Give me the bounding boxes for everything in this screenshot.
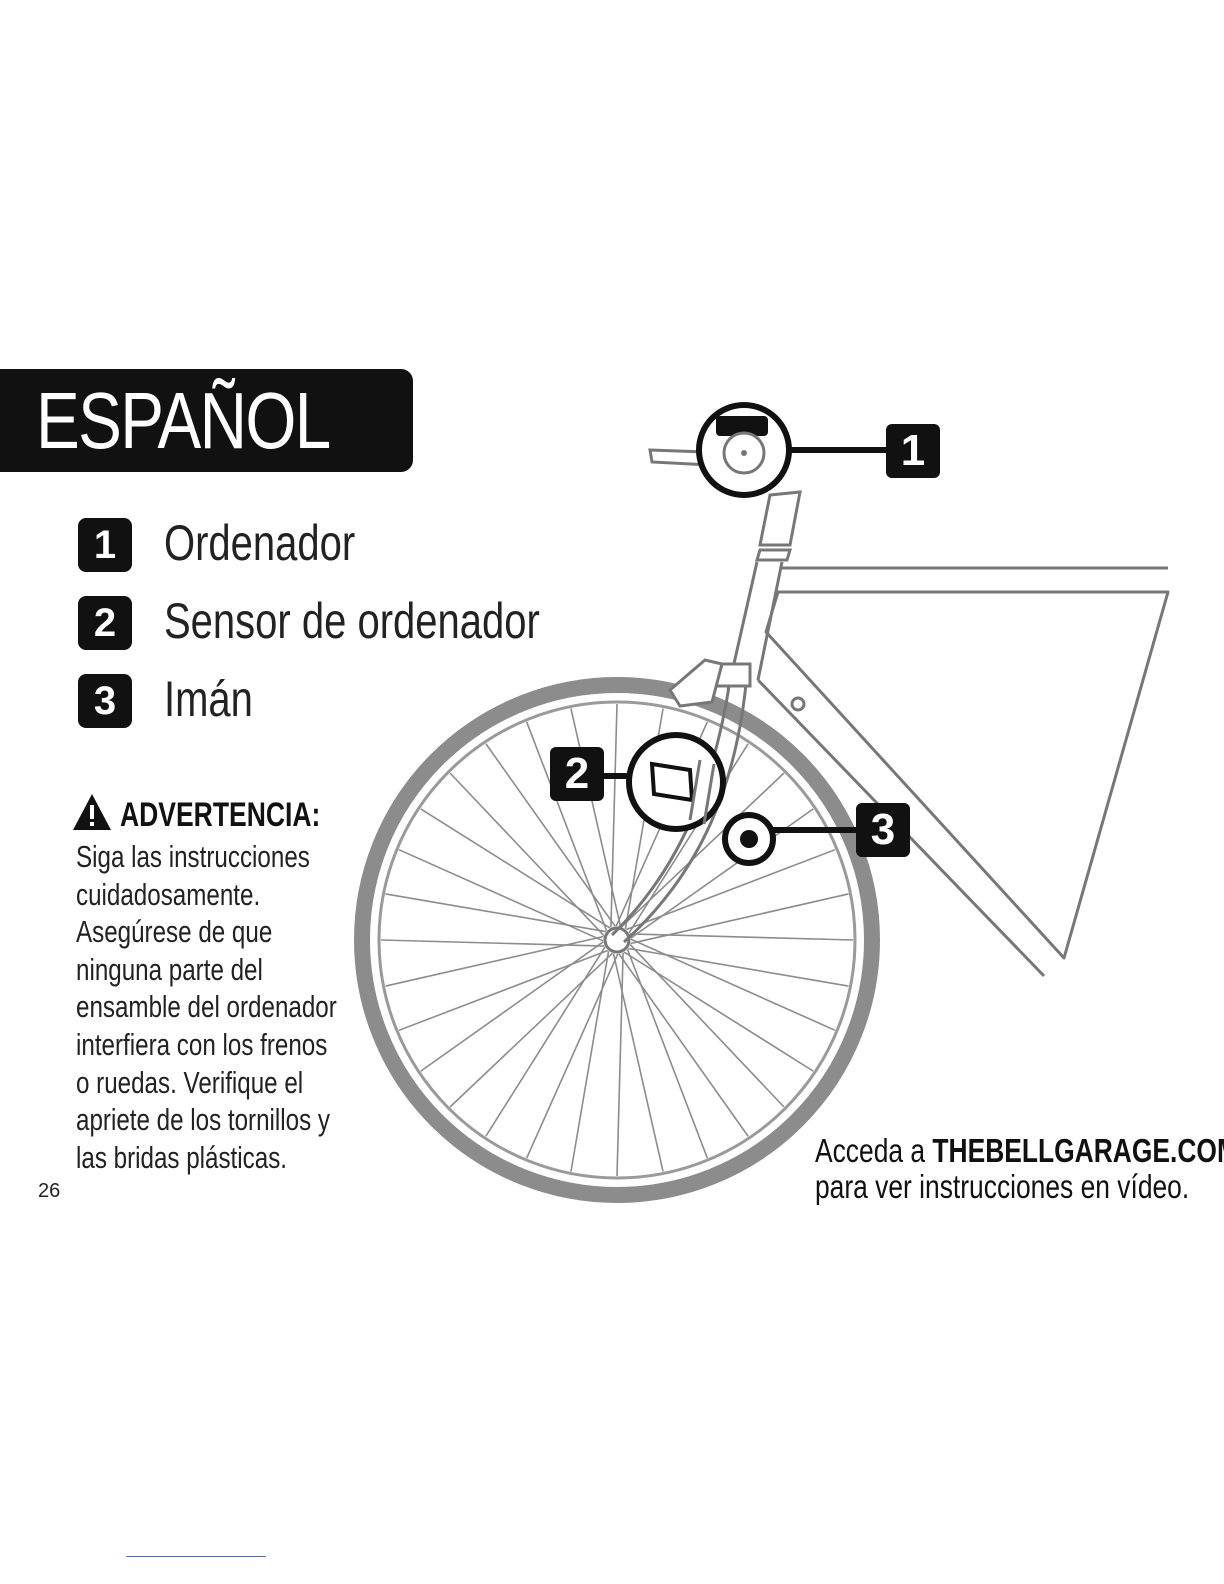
wheel-spoke — [629, 944, 785, 1108]
wheel-spoke — [420, 808, 611, 929]
wheel-spoke — [630, 938, 836, 1032]
wheel-spoke — [626, 848, 836, 931]
sensor-callout — [600, 732, 726, 832]
wheel-spoke — [618, 953, 749, 1137]
warning-line: o ruedas. Verifique el — [76, 1064, 304, 1100]
warning-line: apriete de los tornillos y — [76, 1102, 331, 1138]
legend-number: 1 — [78, 518, 132, 572]
wheel-spoke — [616, 952, 624, 1177]
callout-badge-2: 2 — [550, 747, 604, 801]
wheel-spoke — [398, 848, 604, 942]
warning-line: ninguna parte del — [76, 951, 263, 987]
wheel-spoke — [630, 893, 849, 945]
video-note-prefix: Acceda a — [815, 1132, 933, 1169]
magnet-callout — [722, 812, 858, 866]
warning-line: ensamble del ordenador — [76, 989, 337, 1025]
wheel-spoke — [629, 933, 854, 941]
warning-triangle-icon — [73, 794, 111, 830]
computer-callout — [696, 402, 888, 498]
language-tab: ESPAÑOL — [0, 369, 413, 472]
wheel-spoke — [610, 703, 618, 928]
legend-label: Imán — [164, 671, 253, 727]
warning-line: cuidadosamente. — [76, 876, 261, 912]
wheel-spoke — [626, 949, 709, 1159]
fork — [610, 658, 752, 944]
bicycle-frame — [726, 561, 1170, 978]
warning-line: Siga las instrucciones — [76, 839, 310, 874]
bottom-rule — [126, 1556, 266, 1557]
legend-number: 2 — [78, 596, 132, 650]
warning-line: interfiera con los frenos — [76, 1026, 328, 1062]
wheel-spoke — [570, 951, 610, 1172]
callout-badge-1: 1 — [886, 424, 940, 478]
front-wheel — [354, 677, 880, 1203]
wheel-spoke — [420, 941, 604, 1072]
video-instructions-note: Acceda a THEBELLGARAGE.COM para ver inst… — [815, 1133, 1224, 1205]
wheel-spoke — [570, 708, 622, 927]
wheel-spoke — [525, 953, 619, 1159]
wheel-spoke — [385, 893, 606, 933]
page-number: 26 — [38, 1180, 61, 1202]
language-title: ESPAÑOL — [36, 376, 331, 465]
legend-label: Sensor de ordenador — [164, 593, 540, 649]
warning-line: las bridas plásticas. — [76, 1139, 288, 1175]
website-link[interactable]: THEBELLGARAGE.COM — [932, 1132, 1224, 1169]
wheel-spoke — [628, 947, 849, 987]
wheel-spoke — [623, 951, 814, 1072]
warning-title: ADVERTENCIA: — [120, 796, 321, 834]
wheel-spoke — [485, 946, 606, 1137]
wheel-spoke — [621, 772, 785, 928]
wheel-spoke — [612, 953, 664, 1172]
wheel-spoke — [380, 939, 605, 947]
wheel-spoke — [525, 721, 608, 931]
legend-number: 3 — [78, 674, 132, 728]
wheel-spoke — [449, 952, 613, 1108]
callout-badge-3: 3 — [856, 803, 910, 857]
wheel-spoke — [398, 949, 608, 1032]
warning-block: ADVERTENCIA: Siga las instrucciones cuid… — [72, 790, 372, 1176]
wheel-spoke — [385, 935, 604, 987]
wheel-spoke — [449, 772, 605, 936]
legend-label: Ordenador — [164, 515, 356, 571]
warning-line: Asegúrese de que — [76, 914, 273, 950]
video-note-line2: para ver instrucciones en vídeo. — [815, 1168, 1190, 1205]
